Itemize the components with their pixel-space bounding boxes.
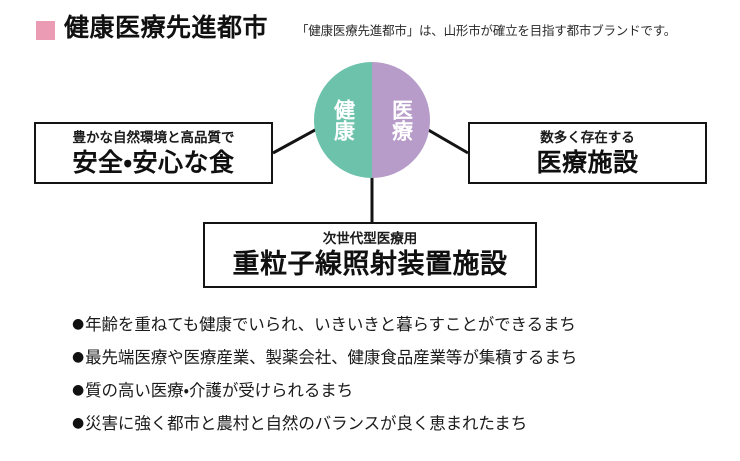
health-medical-circle: 健康 医療 [314,62,430,178]
page-subtitle: 「健康医療先進都市」は、山形市が確立を目指す都市ブランドです。 [296,23,677,38]
bullet-dot-icon: ● [72,382,85,398]
list-item: ● 年齢を重ねても健康でいられ、いきいきと暮らすことができるまち [72,310,740,339]
box-medical-facilities: 数多く存在する 医療施設 [468,122,707,184]
page-title: 健康医療先進都市 [64,13,269,42]
page-header: 健康医療先進都市 「健康医療先進都市」は、山形市が確立を目指す都市ブランドです。 [0,12,740,46]
list-item: ● 災害に強く都市と農村と自然のバランスが良く恵まれたまち [72,409,740,438]
circle-label-medical: 医療 [389,99,414,141]
list-item-label: 最先端医療や医療産業、製薬会社、健康食品産業等が集積するまち [85,348,578,367]
bullet-dot-icon: ● [72,415,85,431]
box-left-subtext: 豊かな自然環境と高品質で [72,129,235,146]
box-left-maintext: 安全・安心な食 [72,147,235,177]
list-item-label: 年齢を重ねても健康でいられ、いきいきと暮らすことができるまち [85,315,576,334]
concept-diagram: 健康 医療 豊かな自然環境と高品質で 安全・安心な食 数多く存在する 医療施設 … [0,46,740,301]
list-item: ● 質の高い医療・介護が受けられるまち [72,376,740,405]
box-safe-food: 豊かな自然環境と高品質で 安全・安心な食 [34,122,273,184]
goal-list: ● 年齢を重ねても健康でいられ、いきいきと暮らすことができるまち ● 最先端医療… [0,310,740,442]
box-bottom-subtext: 次世代型医療用 [322,230,418,247]
list-item-label: 質の高い医療・介護が受けられるまち [85,381,354,400]
bullet-dot-icon: ● [72,316,85,332]
box-bottom-maintext: 重粒子線照射装置施設 [232,248,508,280]
circle-label-health: 健康 [331,99,356,141]
box-right-maintext: 医療施設 [536,147,639,177]
box-right-subtext: 数多く存在する [540,129,635,146]
bullet-dot-icon: ● [72,349,85,365]
box-heavy-ion-facility: 次世代型医療用 重粒子線照射装置施設 [203,222,537,288]
list-item: ● 最先端医療や医療産業、製薬会社、健康食品産業等が集積するまち [72,343,740,372]
pink-square-marker-icon [36,21,55,40]
list-item-label: 災害に強く都市と農村と自然のバランスが良く恵まれたまち [85,414,528,433]
